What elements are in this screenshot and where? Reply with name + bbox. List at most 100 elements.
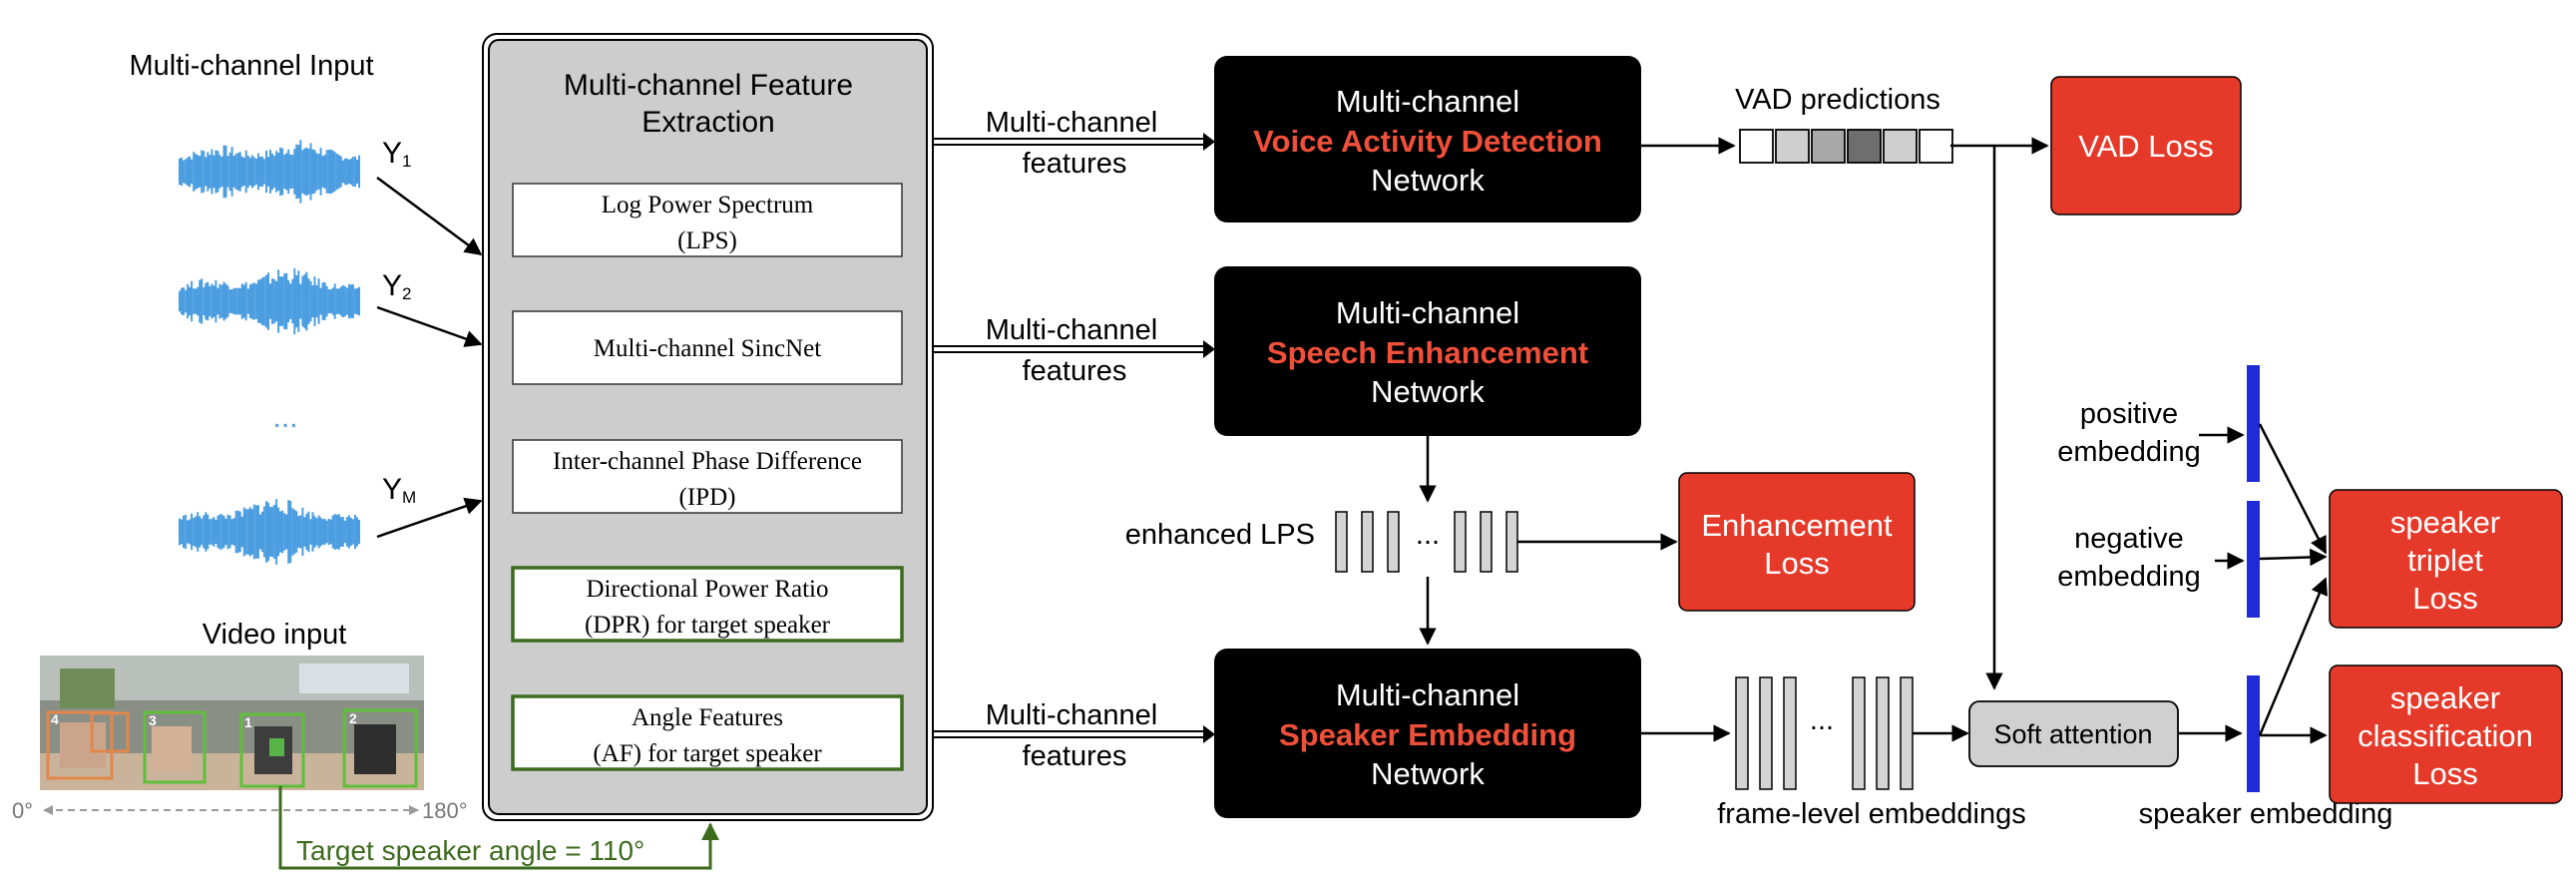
feature-panel-outer-border: [482, 33, 934, 821]
arrow-positive-to-triplet: [2258, 423, 2328, 555]
svg-text:Multi-channel: Multi-channel: [986, 699, 1157, 731]
feature-panel-title-line2: Extraction: [642, 106, 774, 139]
feature-lps-line1: Log Power Spectrum: [602, 192, 814, 219]
svg-text:VAD Loss: VAD Loss: [2078, 129, 2214, 164]
feature-box-sincnet: [512, 310, 903, 385]
vad-network: Multi-channel Voice Activity Detection N…: [1214, 56, 1641, 222]
svg-text:Multi-channel: Multi-channel: [986, 314, 1157, 346]
vad-prediction-cell: [1811, 129, 1846, 164]
vad-prediction-cell: [1775, 129, 1810, 164]
vad-prediction-cell: [1847, 129, 1882, 164]
feature-lps-line2: (LPS): [677, 227, 737, 254]
arrow-features-to-embedding: Multi-channel features: [933, 699, 1215, 772]
svg-text:Voice Activity Detection: Voice Activity Detection: [1253, 124, 1602, 159]
arrow-y2-to-features: [376, 305, 483, 347]
svg-text:Loss: Loss: [2412, 581, 2477, 616]
arrow-y1-to-features: [376, 176, 483, 256]
feature-af-line2: (AF) for target speaker: [593, 740, 822, 767]
enhancement-network: Multi-channel Speech Enhancement Network: [1214, 266, 1641, 436]
svg-text:features: features: [1023, 355, 1127, 387]
feature-box-dpr: [511, 566, 904, 643]
svg-text:Speech Enhancement: Speech Enhancement: [1267, 335, 1588, 370]
frame-level-embeddings: ...: [1735, 676, 1914, 790]
vad-prediction-cell: [1883, 129, 1918, 164]
svg-text:speaker: speaker: [2390, 505, 2500, 540]
vad-loss-box: VAD Loss: [2050, 76, 2242, 216]
svg-text:Multi-channel: Multi-channel: [986, 107, 1157, 139]
arrow-speaker-to-triplet: [2258, 577, 2328, 736]
channel-label-ym: YM: [382, 473, 416, 507]
positive-label-line2: embedding: [2057, 436, 2201, 468]
embedding-network: Multi-channel Speaker Embedding Network: [1214, 649, 1641, 818]
feature-panel-title-line1: Multi-channel Feature: [564, 69, 853, 102]
target-angle-arrow: [278, 786, 719, 870]
svg-text:Speaker Embedding: Speaker Embedding: [1279, 717, 1576, 752]
speaker-embedding-bar: [2247, 675, 2260, 792]
face-box-3: [143, 710, 207, 784]
waveform-y2: [179, 267, 360, 335]
triplet-loss-box: speaker triplet Loss: [2329, 489, 2563, 629]
video-title: Video input: [203, 619, 347, 651]
svg-text:classification: classification: [2358, 718, 2533, 753]
feature-ipd-line2: (IPD): [679, 484, 736, 511]
svg-text:Enhancement: Enhancement: [1701, 508, 1893, 543]
svg-text:Network: Network: [1371, 163, 1485, 198]
svg-text:Multi-channel: Multi-channel: [1336, 84, 1519, 119]
svg-text:features: features: [1023, 148, 1127, 180]
soft-attention-box: Soft attention: [1968, 700, 2179, 767]
face-box-4: [46, 710, 114, 780]
angle-end-label: 180°: [422, 798, 468, 823]
angle-start-label: 0°: [12, 798, 33, 823]
waveform-y1: [179, 140, 360, 204]
svg-text:1: 1: [244, 714, 252, 730]
feature-box-ipd: [512, 439, 903, 514]
input-title: Multi-channel Input: [129, 50, 373, 82]
svg-text:Soft attention: Soft attention: [1993, 719, 2152, 749]
arrow-ym-to-features: [376, 497, 483, 539]
svg-text:Network: Network: [1371, 374, 1485, 409]
feature-box-af: [511, 694, 904, 771]
svg-text:Multi-channel: Multi-channel: [1336, 295, 1519, 330]
vad-prediction-cells: [1739, 129, 1953, 164]
arrow-features-to-enhancement: Multi-channel features: [933, 314, 1215, 387]
negative-label-line2: embedding: [2057, 561, 2201, 593]
svg-text:triplet: triplet: [2407, 543, 2483, 578]
negative-embedding-bar: [2247, 501, 2260, 618]
positive-label-line1: positive: [2080, 398, 2178, 430]
vad-prediction-cell: [1739, 129, 1774, 164]
vad-prediction-cell: [1919, 129, 1953, 164]
svg-text:...: ...: [1416, 519, 1440, 551]
svg-text:Multi-channel: Multi-channel: [1336, 677, 1519, 712]
face-box-1: [239, 712, 305, 788]
frame-level-embeddings-label: frame-level embeddings: [1717, 798, 2025, 830]
enhancement-loss-box: Enhancement Loss: [1678, 472, 1916, 612]
enhanced-lps-frames: ...: [1335, 511, 1518, 573]
feature-box-lps: [512, 183, 903, 257]
svg-text:Loss: Loss: [2412, 756, 2477, 791]
face-box-2: [342, 708, 418, 788]
svg-text:Loss: Loss: [1764, 546, 1829, 581]
svg-text:features: features: [1023, 740, 1127, 772]
channel-label-y1: Y1: [382, 137, 411, 171]
vad-predictions-label: VAD predictions: [1735, 84, 1940, 116]
svg-text:Network: Network: [1371, 756, 1485, 791]
arrow-features-to-vad: Multi-channel features: [933, 107, 1215, 180]
video-frame-image: 4 3 1 2: [40, 656, 424, 790]
classification-loss-box: speaker classification Loss: [2329, 664, 2563, 804]
channel-ellipsis: ...: [272, 401, 297, 434]
enhanced-lps-label: enhanced LPS: [1125, 519, 1315, 551]
feature-dpr-line2: (DPR) for target speaker: [585, 612, 831, 639]
feature-sincnet-label: Multi-channel SincNet: [594, 335, 821, 362]
positive-embedding-bar: [2247, 365, 2260, 482]
svg-text:speaker: speaker: [2390, 680, 2500, 715]
arrow-negative-to-triplet: [2259, 548, 2328, 567]
feature-ipd-line1: Inter-channel Phase Difference: [553, 448, 862, 475]
target-angle-label: Target speaker angle = 110°: [296, 835, 644, 866]
negative-label-line1: negative: [2074, 523, 2184, 555]
svg-text:3: 3: [149, 712, 157, 728]
feature-dpr-line1: Directional Power Ratio: [587, 576, 829, 603]
waveform-ym: [179, 499, 360, 565]
channel-label-y2: Y2: [382, 269, 411, 303]
svg-text:2: 2: [349, 710, 357, 726]
